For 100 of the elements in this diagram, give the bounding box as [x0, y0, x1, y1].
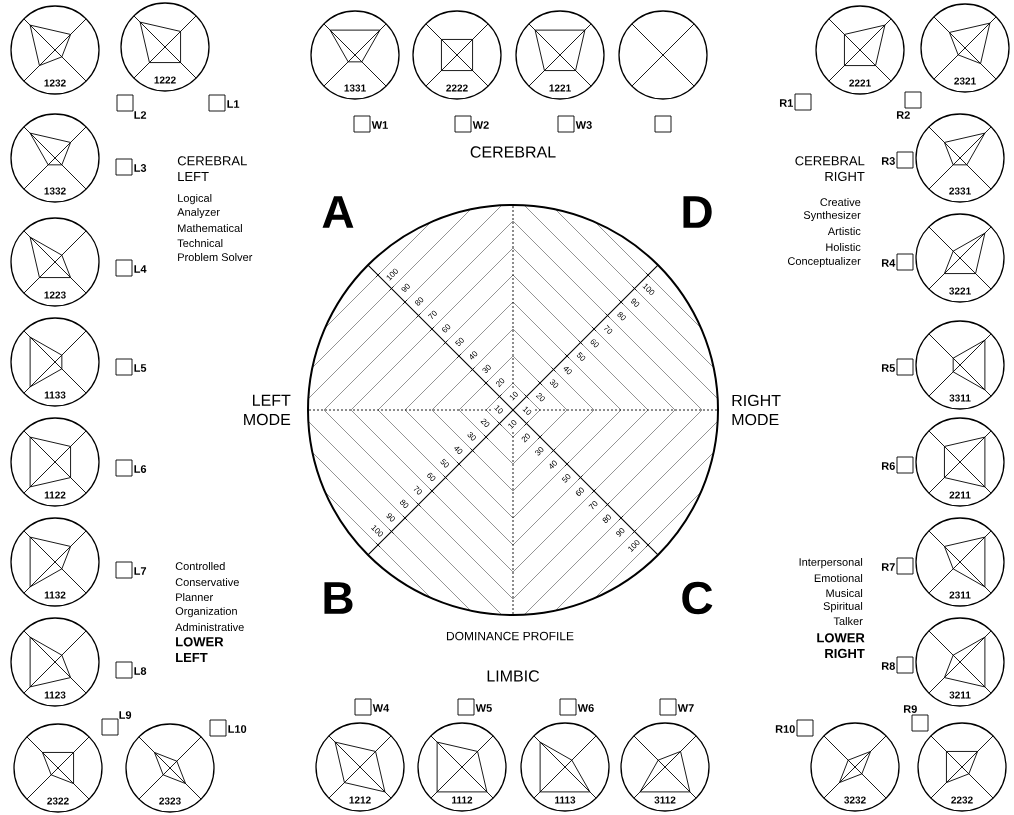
node-label: L5 — [134, 364, 147, 372]
quadrant-heading: CEREBRAL LEFT — [177, 156, 247, 181]
scale-number: 40 — [563, 367, 572, 375]
trait-word: Technical — [177, 238, 223, 248]
scale-number: 60 — [442, 324, 451, 333]
scale-number: 40 — [549, 460, 557, 469]
node-label: W6 — [577, 704, 594, 712]
scale-number: 60 — [590, 339, 599, 348]
checkbox: W7 — [659, 698, 694, 716]
checkbox: R8 — [882, 656, 914, 674]
scale-number: 80 — [602, 514, 611, 523]
node-label: L2 — [134, 111, 147, 119]
scale-number: 50 — [440, 458, 449, 468]
node-label: L9 — [119, 711, 132, 719]
checkbox: L5 — [115, 358, 147, 376]
scale-number: 50 — [455, 337, 464, 347]
scale-number: 50 — [576, 352, 586, 361]
scale-number: 30 — [467, 432, 476, 441]
axis-label: LEFT MODE — [244, 394, 291, 426]
trait-word: Planner — [176, 592, 213, 602]
node-label: L6 — [134, 465, 147, 473]
scale-number: 30 — [535, 447, 544, 456]
trait-word: Mathematical — [178, 223, 242, 233]
scale-number: 40 — [454, 446, 463, 454]
node-label: R7 — [881, 563, 895, 571]
scale-number: 30 — [482, 364, 491, 374]
checkbox: L4 — [115, 259, 147, 277]
node-label: L4 — [134, 265, 147, 273]
checkbox: W3 — [557, 115, 592, 133]
scale-number: 100 — [386, 268, 398, 281]
checkbox: R3 — [882, 151, 914, 169]
node-label: R3 — [881, 157, 895, 165]
scale-number: 90 — [386, 513, 395, 522]
scale-number: 10 — [509, 391, 518, 401]
node-label: L7 — [134, 567, 147, 575]
node-label: R5 — [881, 364, 895, 372]
quadrant-heading: LOWER RIGHT — [817, 633, 865, 658]
scale-number: 10 — [522, 406, 532, 415]
node-label: L1 — [227, 100, 240, 108]
axis-label: CEREBRAL — [470, 146, 556, 158]
trait-word: Logical — [178, 193, 212, 205]
node-label: L10 — [228, 725, 247, 733]
scale-number: 80 — [414, 297, 424, 306]
checkbox: R5 — [882, 358, 914, 376]
checkbox: W1 — [353, 115, 388, 133]
checkbox: W5 — [457, 698, 492, 716]
scale-number: 90 — [401, 283, 410, 293]
checkbox: W6 — [559, 698, 594, 716]
node-label: W2 — [472, 121, 489, 129]
node-label: R4 — [881, 259, 896, 267]
node-label: W3 — [575, 121, 592, 129]
axis-label: LIMBIC — [487, 670, 540, 682]
scale-number: 20 — [496, 378, 505, 388]
quadrant-letter: B — [324, 582, 353, 614]
trait-word: Administrative — [175, 622, 244, 632]
checkbox: R1 — [780, 93, 812, 111]
scale-number: 70 — [413, 485, 422, 495]
node-label: R1 — [779, 99, 793, 107]
node-label: L3 — [134, 164, 147, 172]
trait-word: Conservative — [175, 577, 239, 587]
checkbox: R6 — [882, 456, 914, 474]
trait-word: Artistic — [827, 226, 861, 236]
scale-number: 80 — [617, 312, 626, 321]
checkbox — [654, 115, 672, 133]
trait-word: Emotional — [814, 573, 863, 583]
trait-word: Synthesizer — [803, 210, 861, 222]
scale-number: 100 — [371, 525, 384, 537]
trait-word: Problem Solver — [178, 252, 253, 262]
scale-number: 10 — [494, 405, 503, 414]
scale-number: 100 — [642, 283, 655, 295]
node-label: R10 — [775, 725, 795, 733]
node-label: R6 — [881, 462, 895, 470]
scale-number: 80 — [400, 499, 409, 508]
scale-number: 60 — [575, 487, 584, 496]
checkbox: L8 — [115, 661, 147, 679]
node-label: R2 — [896, 111, 910, 119]
node-label: W7 — [677, 704, 694, 712]
quadrant-heading: LOWER LEFT — [176, 637, 224, 662]
scale-number: 10 — [508, 420, 517, 429]
scale-number: 90 — [616, 528, 625, 537]
trait-word: Holistic — [826, 242, 861, 252]
trait-word: Interpersonal — [799, 557, 863, 569]
scale-number: 90 — [630, 298, 640, 307]
scale-number: 20 — [521, 433, 530, 443]
trait-word: Analyzer — [177, 207, 220, 219]
scale-number: 70 — [427, 310, 437, 319]
trait-word: Organization — [175, 606, 237, 618]
checkbox: R4 — [882, 253, 914, 271]
trait-word: Musical — [826, 588, 863, 598]
quadrant-heading: CEREBRAL RIGHT — [795, 156, 865, 181]
scale-number: 100 — [628, 540, 640, 552]
trait-word: Talker — [833, 616, 863, 626]
checkbox: R7 — [882, 557, 914, 575]
scale-number: 70 — [604, 324, 613, 334]
node-label: L8 — [134, 667, 147, 675]
node-label: R9 — [903, 705, 917, 713]
quadrant-letter: A — [322, 196, 354, 228]
scale-number: 70 — [588, 501, 598, 510]
quadrant-letter: D — [683, 196, 712, 228]
checkbox: W4 — [354, 698, 390, 716]
